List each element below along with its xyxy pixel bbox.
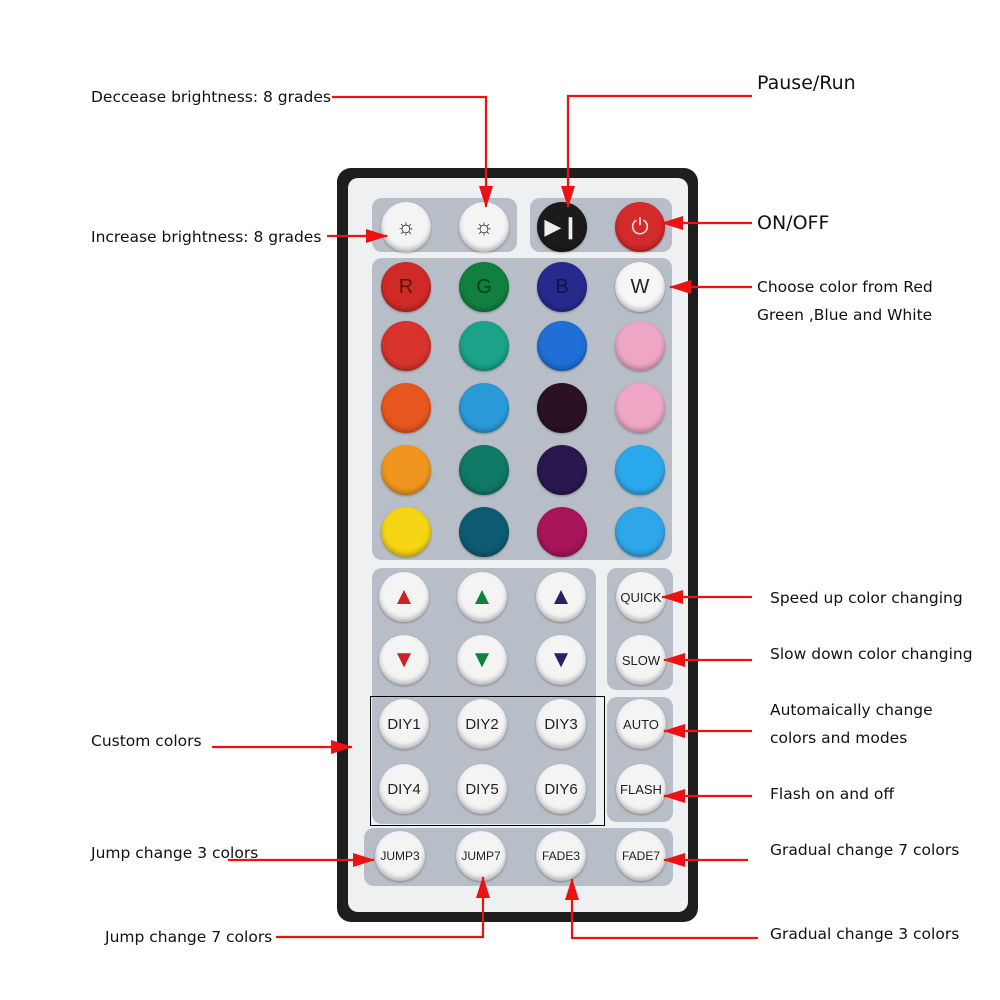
arrow-fade3 [565,878,758,940]
color-button[interactable] [459,507,509,557]
flash-button[interactable]: FLASH [616,764,666,814]
arrow-decrease [332,95,493,208]
label-jump3: Jump change 3 colors [91,844,259,862]
label-auto-2: colors and modes [770,729,908,747]
color-button[interactable] [381,383,431,433]
green-down-button[interactable]: ▼ [457,635,507,685]
auto-button[interactable]: AUTO [616,699,666,749]
blue-up-button[interactable]: ▲ [536,572,586,622]
label-auto-1: Automaically change [770,701,933,719]
color-button[interactable]: R [381,262,431,312]
label-flash: Flash on and off [770,785,895,803]
diy3-button[interactable]: DIY3 [536,699,586,749]
label-decrease-brightness: Deccease brightness: 8 grades [91,88,331,106]
pause-run-button[interactable]: ▶❙ [537,202,587,252]
custom-colors-frame [370,696,605,826]
decrease-brightness-button[interactable]: ☼ [459,202,509,252]
jump7-button[interactable]: JUMP7 [456,831,506,881]
label-jump7: Jump change 7 colors [105,928,273,946]
color-button[interactable] [615,445,665,495]
fade3-button[interactable]: FADE3 [536,831,586,881]
color-button[interactable] [537,383,587,433]
diy1-button[interactable]: DIY1 [379,699,429,749]
color-button[interactable] [537,321,587,371]
label-custom-colors: Custom colors [91,732,202,750]
color-button[interactable]: G [459,262,509,312]
quick-button[interactable]: QUICK [616,572,666,622]
red-down-button[interactable]: ▼ [379,635,429,685]
diy6-button[interactable]: DIY6 [536,764,586,814]
label-on-off: ON/OFF [757,212,830,234]
color-button[interactable] [459,383,509,433]
color-button[interactable]: W [615,262,665,312]
slow-button[interactable]: SLOW [616,635,666,685]
diy5-button[interactable]: DIY5 [457,764,507,814]
label-choose-color-2: Green ,Blue and White [757,306,933,324]
diy2-button[interactable]: DIY2 [457,699,507,749]
color-button[interactable] [537,445,587,495]
arrow-jump7 [276,876,490,939]
blue-down-button[interactable]: ▼ [536,635,586,685]
jump3-button[interactable]: JUMP3 [375,831,425,881]
color-button[interactable] [615,383,665,433]
label-choose-color-1: Choose color from Red [757,278,933,296]
color-button[interactable] [459,445,509,495]
diy4-button[interactable]: DIY4 [379,764,429,814]
red-up-button[interactable]: ▲ [379,572,429,622]
label-increase-brightness: Increase brightness: 8 grades [91,228,322,246]
label-slow-down: Slow down color changing [770,645,973,663]
power-button[interactable]: ⏻ [615,202,665,252]
label-speed-up: Speed up color changing [770,589,963,607]
color-button[interactable] [381,445,431,495]
label-pause-run: Pause/Run [757,72,856,94]
color-button[interactable] [459,321,509,371]
color-button[interactable] [615,321,665,371]
label-fade7: Gradual change 7 colors [770,841,960,859]
color-button[interactable] [381,507,431,557]
fade7-button[interactable]: FADE7 [616,831,666,881]
increase-brightness-button[interactable]: ☼ [381,202,431,252]
color-button[interactable] [381,321,431,371]
arrow-pause [561,94,752,208]
label-fade3: Gradual change 3 colors [770,925,960,943]
green-up-button[interactable]: ▲ [457,572,507,622]
color-button[interactable] [537,507,587,557]
color-button[interactable]: B [537,262,587,312]
color-button[interactable] [615,507,665,557]
